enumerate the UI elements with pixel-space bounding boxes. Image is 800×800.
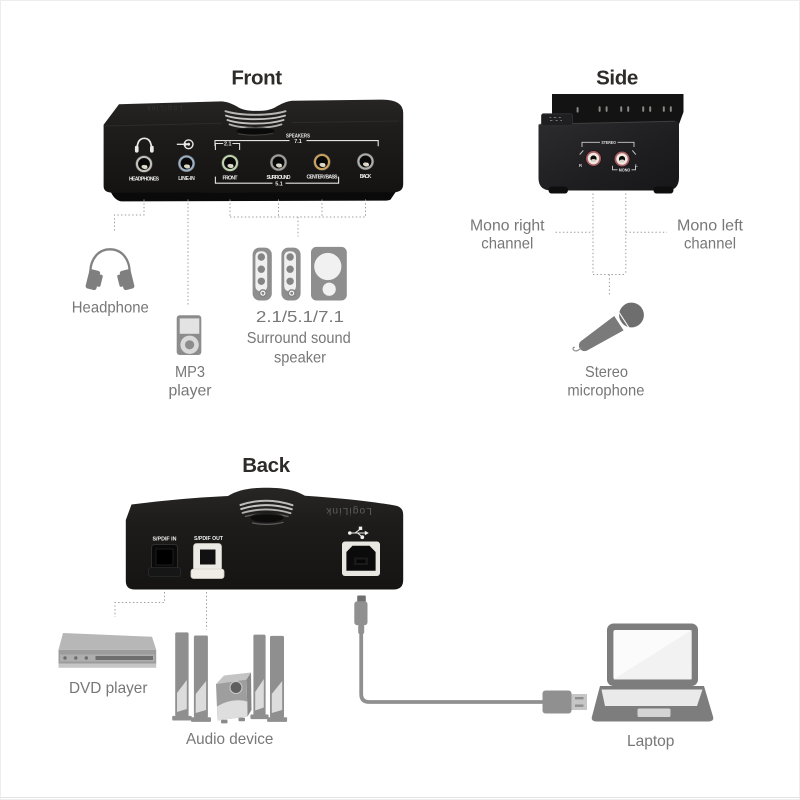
svg-text:channel: channel [481, 236, 533, 253]
svg-text:S/PDIF OUT: S/PDIF OUT [194, 536, 224, 542]
svg-text:Surround sound: Surround sound [247, 330, 351, 347]
svg-text:STEREO: STEREO [601, 140, 616, 145]
svg-text:Mono right: Mono right [470, 218, 545, 235]
svg-text:Front: Front [231, 67, 282, 90]
svg-text:CENTER / BASS: CENTER / BASS [307, 175, 339, 181]
svg-text:SPEAKERS: SPEAKERS [286, 133, 311, 139]
svg-text:Mono left: Mono left [677, 218, 744, 235]
svg-text:R: R [579, 163, 582, 168]
svg-text:HEADPHONES: HEADPHONES [129, 176, 160, 182]
svg-text:Laptop: Laptop [627, 733, 675, 750]
svg-text:LogiLink: LogiLink [145, 104, 182, 111]
svg-text:Stereo: Stereo [585, 364, 628, 381]
svg-text:5.1: 5.1 [275, 181, 283, 187]
svg-text:channel: channel [684, 236, 736, 253]
svg-text:LogiLink: LogiLink [325, 505, 372, 516]
svg-text:player: player [169, 383, 213, 400]
svg-text:MP3: MP3 [175, 364, 205, 381]
svg-text:Back: Back [242, 454, 290, 477]
svg-text:microphone: microphone [567, 383, 644, 400]
svg-text:SURROUND: SURROUND [267, 175, 291, 181]
svg-text:L: L [635, 163, 638, 168]
svg-text:Audio device: Audio device [186, 731, 274, 748]
svg-text:BACK: BACK [360, 174, 372, 180]
svg-text:LINE-IN: LINE-IN [178, 176, 195, 182]
svg-text:2.1: 2.1 [224, 142, 232, 148]
svg-text:Headphone: Headphone [72, 300, 149, 317]
svg-text:2.1/5.1/7.1: 2.1/5.1/7.1 [256, 309, 344, 326]
svg-text:FRONT: FRONT [223, 176, 239, 182]
svg-text:MONO: MONO [619, 168, 631, 173]
svg-text:S/PDIF IN: S/PDIF IN [153, 537, 177, 543]
svg-text:DVD player: DVD player [69, 680, 148, 697]
svg-text:speaker: speaker [274, 349, 327, 366]
svg-text:7.1: 7.1 [294, 139, 302, 145]
svg-text:Side: Side [596, 67, 638, 90]
